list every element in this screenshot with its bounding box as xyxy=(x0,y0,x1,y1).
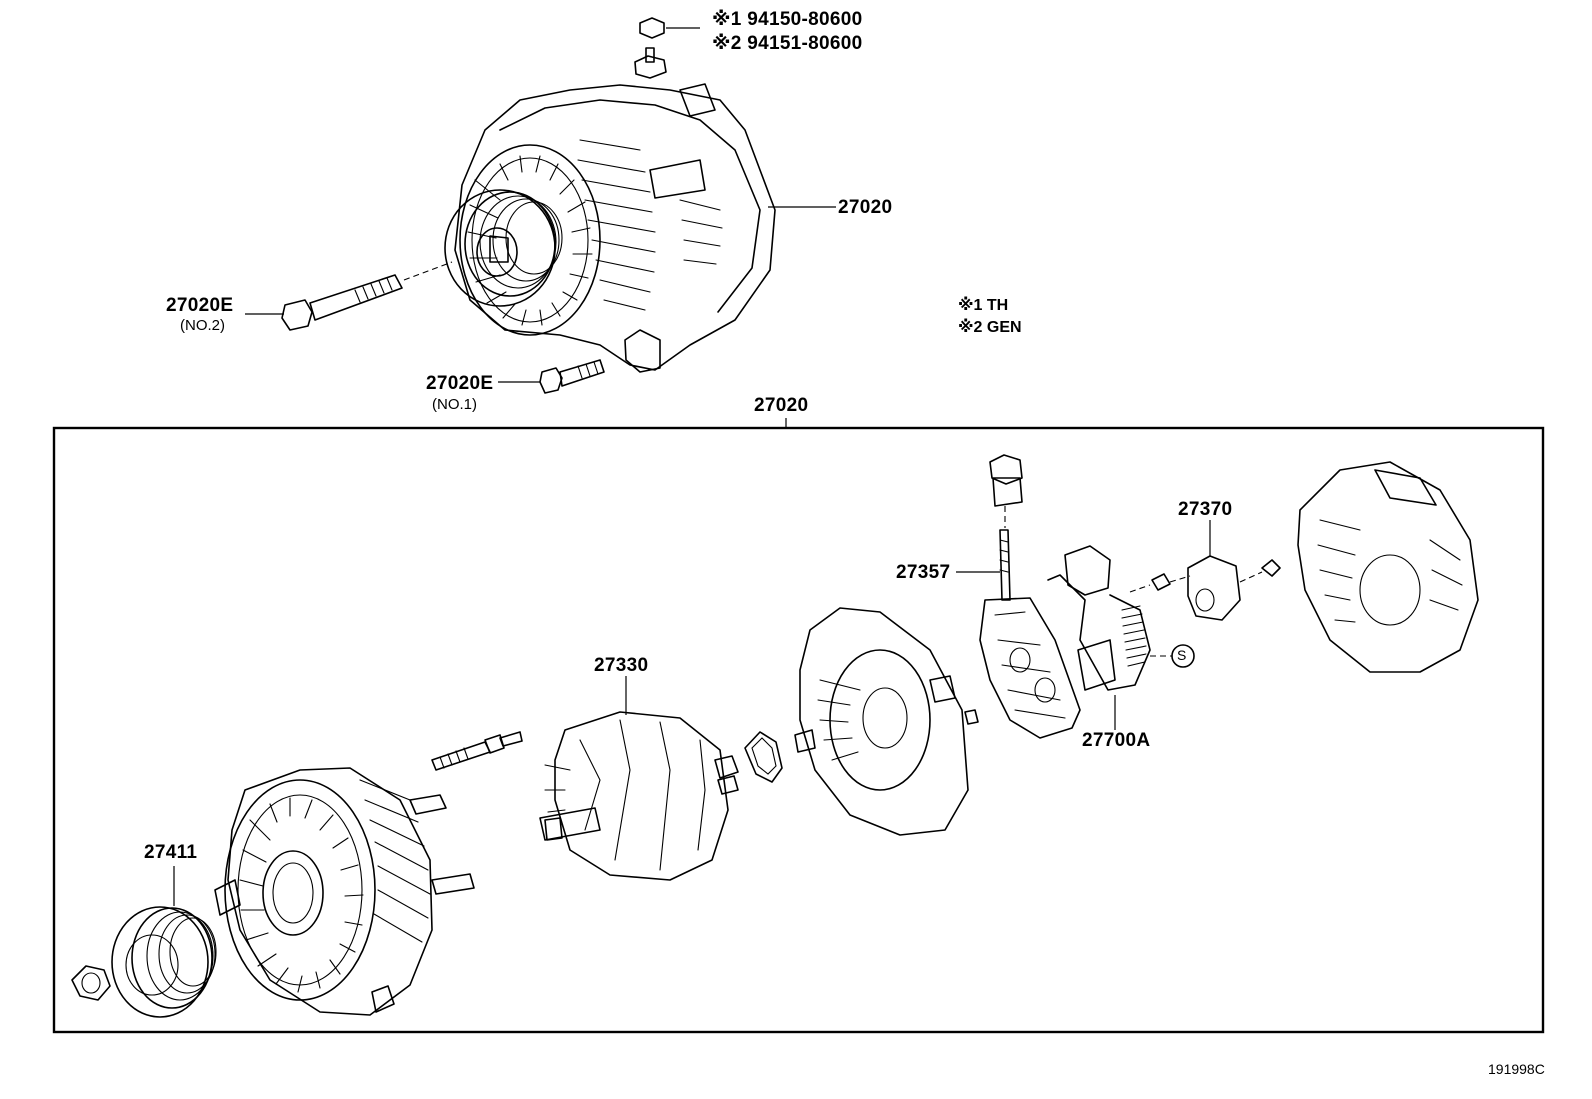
nut-part-number-1: ※1 94150-80600 xyxy=(712,9,863,30)
end-cover-drawing xyxy=(1297,461,1479,673)
terminal-insulator-drawing xyxy=(989,454,1023,601)
exploded-view-frame xyxy=(52,426,1545,1034)
callout-bolt-no2-sub: (NO.2) xyxy=(180,317,225,334)
rotor-drawing xyxy=(539,711,739,881)
figure-id: 191998C xyxy=(1488,1061,1545,1077)
stud-drawing xyxy=(431,731,523,771)
callout-bolt-no1: 27020E xyxy=(426,373,494,394)
callout-rotor: 27330 xyxy=(594,655,649,676)
pulley-drawing xyxy=(111,906,217,1018)
callout-rear-cover: 27370 xyxy=(1178,499,1233,520)
regulator-screw-drawing xyxy=(1129,573,1191,593)
callout-regulator: 27700A xyxy=(1082,730,1151,751)
spacer-ring-drawing xyxy=(744,731,783,783)
callout-alternator-assy-box: 27020 xyxy=(754,395,809,416)
alternator-assembly-drawing xyxy=(281,17,776,394)
rear-housing-drawing xyxy=(794,607,979,836)
nut-part-number-2: ※2 94151-80600 xyxy=(712,33,863,54)
regulator-drawing xyxy=(1047,545,1151,691)
callout-bolt-no1-sub: (NO.1) xyxy=(432,396,477,413)
callout-pulley: 27411 xyxy=(144,842,198,863)
callout-brush-holder-terminal: 27357 xyxy=(896,562,951,583)
legend-note-2: ※2 GEN xyxy=(958,319,1022,336)
rectifier-drawing xyxy=(979,597,1081,739)
sealant-mark-circle xyxy=(1171,644,1195,668)
front-housing-drawing xyxy=(214,767,475,1016)
sealant-mark-label: S xyxy=(1177,647,1187,663)
terminal-cover-drawing xyxy=(1187,555,1281,621)
callout-bolt-no2: 27020E xyxy=(166,295,234,316)
pulley-nut-drawing xyxy=(71,965,111,1001)
legend-note-1: ※1 TH xyxy=(958,297,1009,314)
callout-alternator-assy-top: 27020 xyxy=(838,197,893,218)
